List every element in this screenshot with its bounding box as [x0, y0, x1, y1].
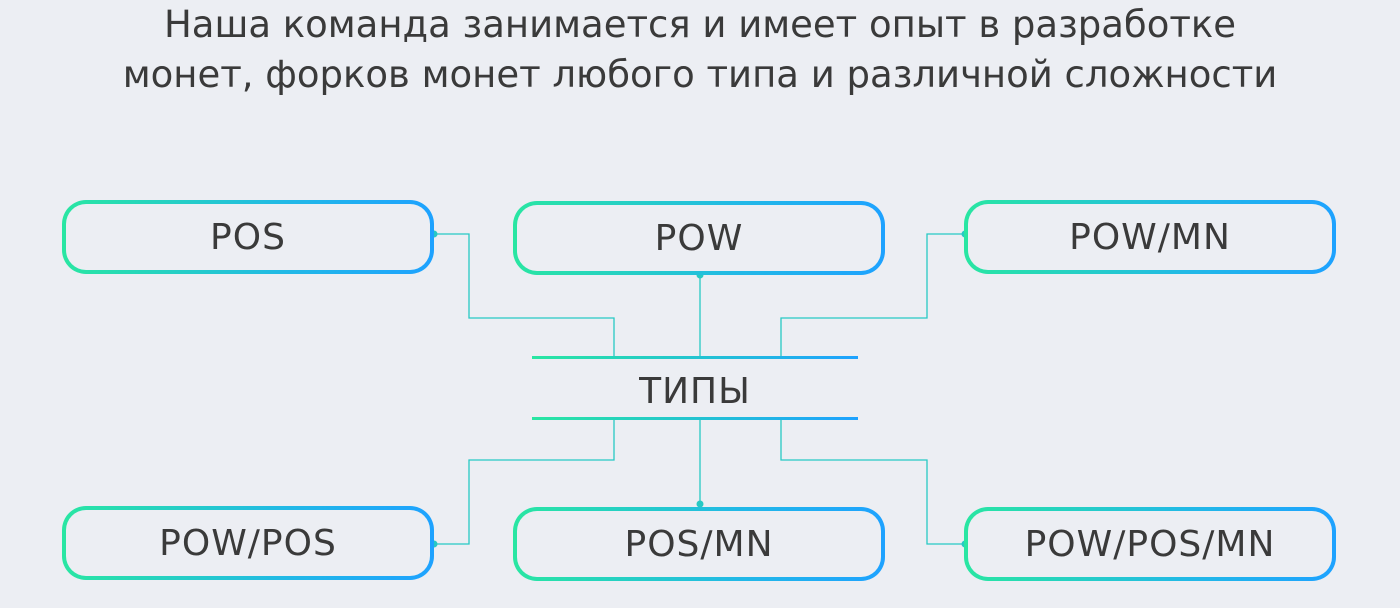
connector-pos: [434, 233, 615, 356]
connector-dot: [696, 500, 704, 508]
type-label-pow-pos: POW/POS: [66, 510, 430, 576]
heading-line-1: Наша команда занимается и имеет опыт в р…: [163, 3, 1237, 46]
type-box-pow-pos: POW/POS: [62, 506, 434, 580]
type-label-pow: POW: [517, 205, 881, 271]
type-label-pow-pos-mn: POW/POS/MN: [968, 511, 1332, 577]
hub-bottom-bar: [532, 417, 858, 420]
connector-pow-pos-mn: [780, 420, 965, 545]
type-box-pos: POS: [62, 200, 434, 274]
type-box-pow: POW: [513, 201, 885, 275]
type-label-pow-mn: POW/MN: [968, 204, 1332, 270]
type-label-pos-mn: POS/MN: [517, 511, 881, 577]
heading: Наша команда занимается и имеет опыт в р…: [0, 0, 1400, 100]
heading-line-2: монет, форков монет любого типа и различ…: [122, 53, 1278, 96]
type-box-pow-mn: POW/MN: [964, 200, 1336, 274]
hub-top-bar: [532, 356, 858, 359]
type-box-pow-pos-mn: POW/POS/MN: [964, 507, 1336, 581]
connector-pow-pos: [434, 420, 615, 545]
type-box-pos-mn: POS/MN: [513, 507, 885, 581]
connector-pow-mn: [780, 233, 965, 356]
hub-label: ТИПЫ: [639, 370, 751, 412]
type-label-pos: POS: [66, 204, 430, 270]
